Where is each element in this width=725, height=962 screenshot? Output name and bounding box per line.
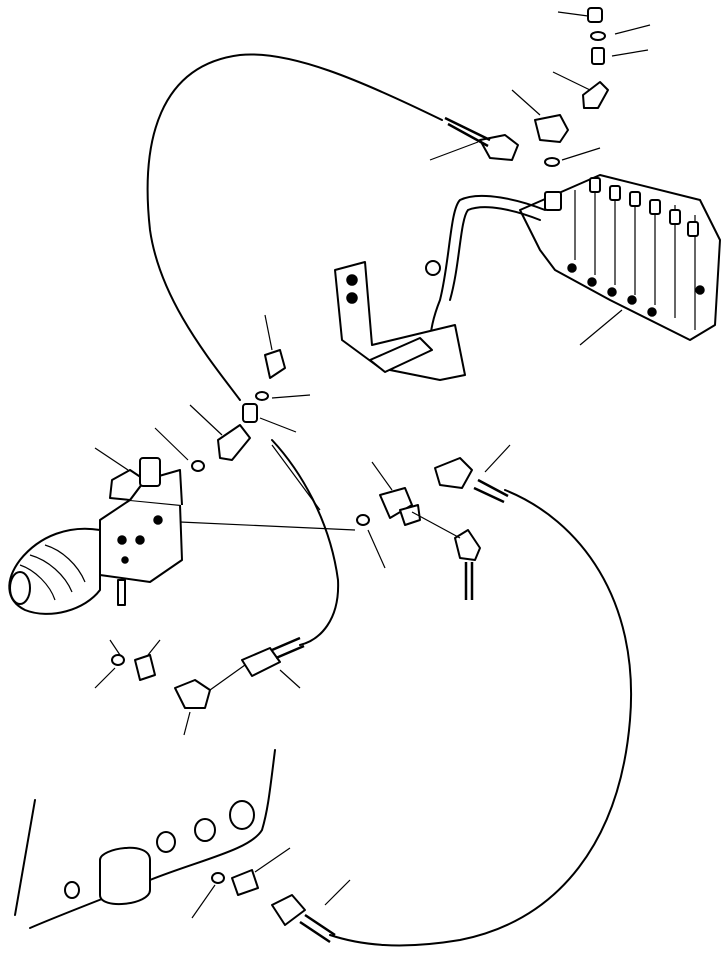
- bracket-pin: [369, 337, 433, 373]
- pilot-hose-upper: [146, 53, 443, 401]
- o-ring: [356, 514, 370, 526]
- cap-fitting: [587, 7, 603, 23]
- o-ring: [590, 31, 606, 41]
- steel-tube: [429, 194, 546, 346]
- tee-fitting: [534, 114, 569, 143]
- top-fitting-stack: [444, 7, 609, 167]
- adapter-fitting: [231, 869, 259, 896]
- elbow-fitting: [174, 679, 211, 709]
- hose-crimp: [271, 636, 305, 660]
- mounting-bracket: [334, 260, 466, 381]
- pressure-reducing-valve: [99, 457, 183, 606]
- hose-crimp: [299, 913, 336, 944]
- o-ring: [191, 460, 205, 472]
- hose-end-fitting: [271, 894, 306, 926]
- port-block: [544, 191, 562, 211]
- valve-cartridge: [139, 457, 161, 487]
- adapter-fitting: [134, 654, 156, 681]
- o-ring: [111, 654, 125, 666]
- hose-crimp: [473, 478, 509, 504]
- tee-fitting: [379, 487, 413, 519]
- hydraulic-tank-wall: [14, 749, 276, 929]
- control-valve-stack: [519, 174, 721, 341]
- hose-end-fitting: [241, 647, 281, 677]
- tube-clamp: [425, 260, 441, 276]
- tee-assembly: [356, 457, 509, 600]
- bottom-fitting-stack: [211, 869, 336, 944]
- elbow-fitting: [434, 457, 473, 489]
- elbow-fitting: [582, 81, 609, 109]
- adapter-fitting: [591, 47, 605, 65]
- elbow-fitting: [454, 529, 481, 561]
- o-ring: [544, 157, 560, 167]
- adapter-fitting: [242, 403, 258, 423]
- elbow-fitting: [217, 424, 251, 461]
- hose-stub: [464, 562, 474, 600]
- middle-fitting-stack: [191, 349, 286, 472]
- valve-spool-caps: [589, 177, 699, 237]
- adapter-fitting: [264, 349, 286, 379]
- valve-stub: [117, 579, 126, 606]
- pilot-pump: [8, 527, 101, 615]
- pilot-hose-middle: [271, 439, 340, 646]
- tank-port: [99, 846, 151, 906]
- lower-fitting-stack: [109, 636, 305, 709]
- o-ring: [211, 872, 225, 884]
- hose-end-fitting: [479, 134, 519, 161]
- hose-crimp: [444, 116, 491, 148]
- o-ring: [255, 391, 269, 401]
- callout-leaders: [94, 11, 651, 919]
- pilot-hose-lower: [329, 489, 633, 947]
